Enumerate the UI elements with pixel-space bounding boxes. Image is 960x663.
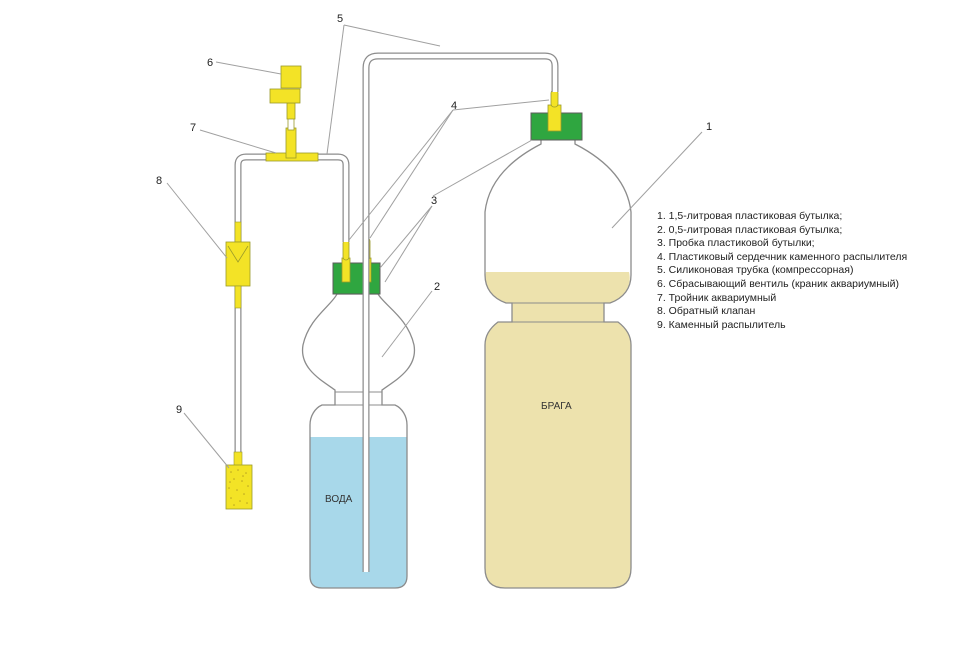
legend: 1. 1,5-литровая пластиковая бутылка; 2. … [657, 210, 907, 332]
small-bottle-outline [301, 293, 416, 589]
large-bottle-brew-fill [485, 272, 631, 588]
tee-to-small-bottle-tube [314, 153, 350, 242]
legend-item: 2. 0,5-литровая пластиковая бутылка; [657, 223, 843, 236]
legend-item: 1. 1,5-литровая пластиковая бутылка; [657, 210, 843, 222]
callout-1: 1 [706, 121, 712, 133]
legend-item: 6. Сбрасывающий вентиль (краник аквариум… [657, 277, 899, 290]
tee-to-diffuser-tube [234, 153, 270, 465]
legend-item: 9. Каменный распылитель [657, 318, 786, 331]
small-bottle-cap [332, 262, 381, 295]
legend-item: 8. Обратный клапан [657, 305, 756, 318]
callout-7: 7 [190, 122, 196, 134]
brew-label: БРАГА [541, 401, 572, 412]
callout-9: 9 [176, 404, 182, 416]
leader-lines [166, 24, 703, 469]
callout-8: 8 [156, 175, 162, 187]
aquarium-tee [265, 117, 319, 162]
callout-4: 4 [451, 100, 457, 112]
stone-diffuser [225, 451, 253, 510]
legend-item: 5. Силиконовая трубка (компрессорная) [657, 264, 854, 277]
large-bottle-outline [484, 137, 632, 589]
small-bottle-water-fill [310, 437, 407, 588]
large-bottle [484, 89, 632, 589]
callout-3: 3 [431, 195, 437, 207]
small-bottle [301, 237, 416, 589]
legend-item: 7. Тройник аквариумный [657, 291, 777, 304]
callout-5: 5 [337, 13, 343, 25]
check-valve [225, 221, 251, 309]
water-label: ВОДА [325, 494, 353, 505]
legend-item: 3. Пробка пластиковой бутылки; [657, 237, 815, 250]
legend-item: 4. Пластиковый сердечник каменного распы… [657, 250, 908, 263]
relief-valve [269, 65, 302, 120]
callout-2: 2 [434, 281, 440, 293]
callout-6: 6 [207, 57, 213, 69]
